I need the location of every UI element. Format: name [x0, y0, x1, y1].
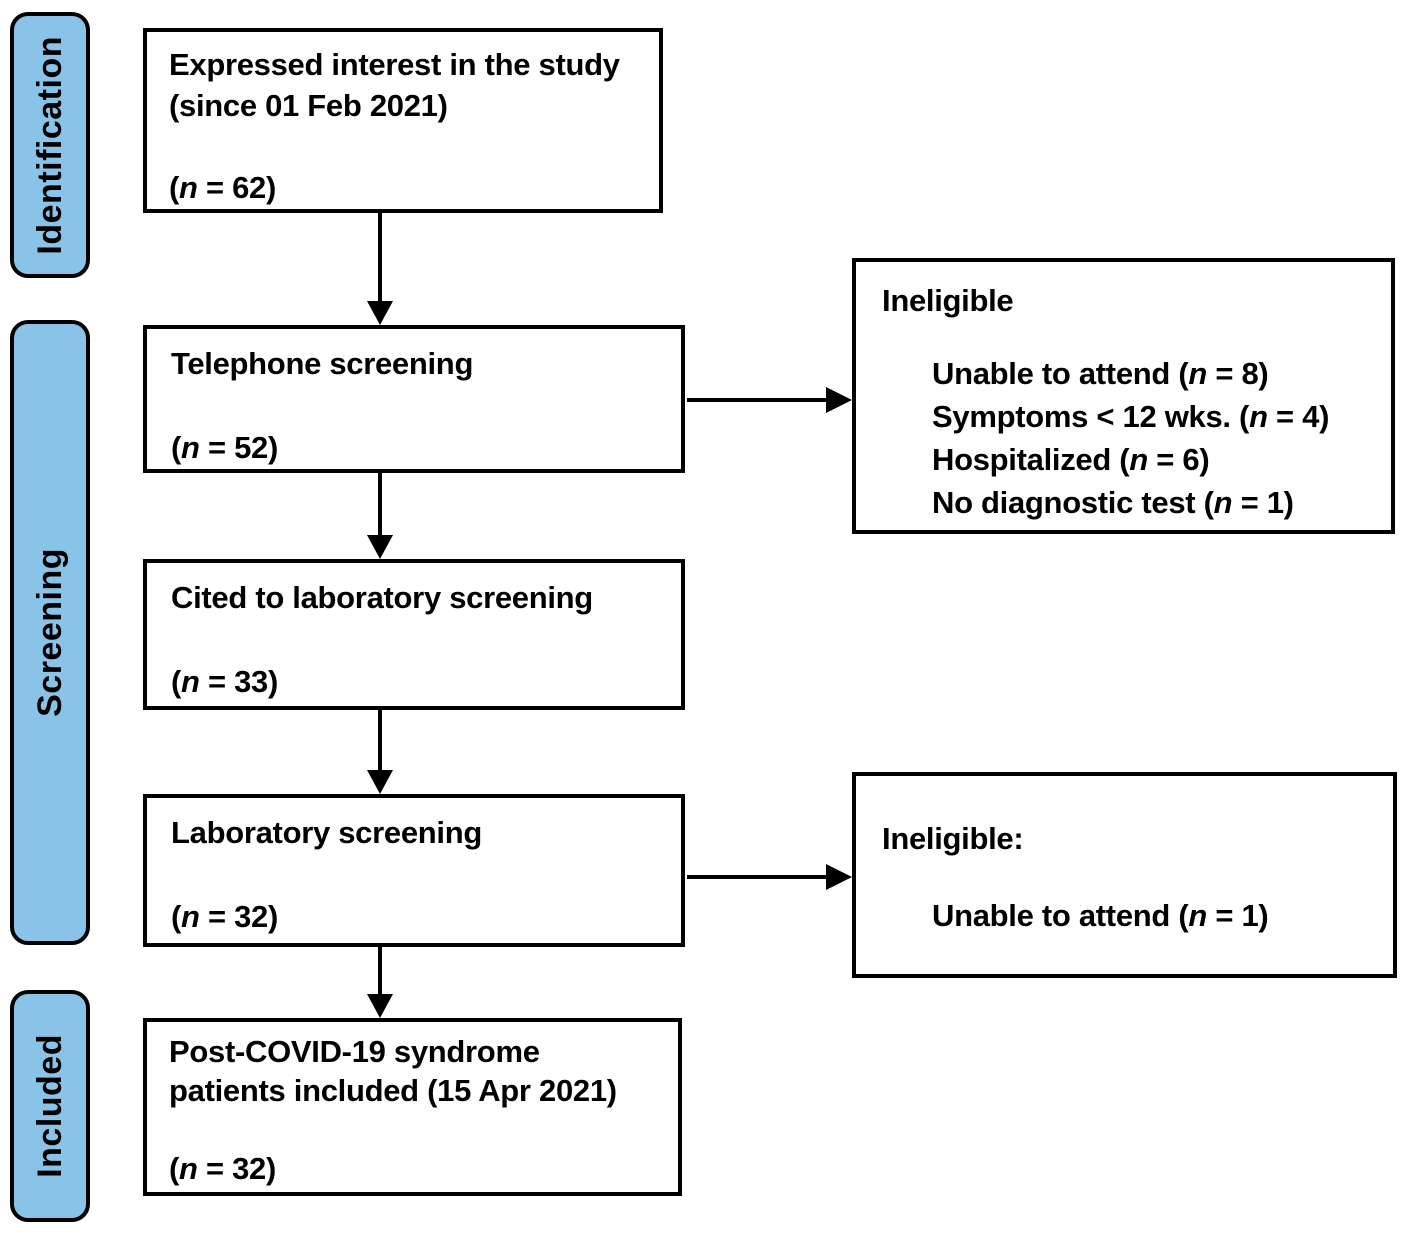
side-box-title: Ineligible:: [882, 821, 1024, 856]
sample-size: (n = 52): [171, 430, 279, 465]
exclusion-reason: Unable to attend (n = 1): [932, 898, 1269, 933]
exclusion-reason: Symptoms < 12 wks. (n = 4): [932, 399, 1330, 434]
stage-label-identification: Identification: [30, 35, 69, 255]
stage-bar-included: Included: [10, 990, 90, 1222]
sample-size: (n = 32): [171, 899, 279, 934]
exclusion-reasons-list: Unable to attend (n = 1): [882, 894, 1367, 937]
box-text-line: patients included (15 Apr 2021): [169, 1073, 617, 1108]
arrow-head-down-icon: [367, 301, 393, 325]
sample-size: (n = 33): [171, 664, 279, 699]
arrow-line-box4-box5: [378, 947, 382, 996]
box-text-line: Telephone screening: [171, 346, 474, 381]
side-box-ineligible-telephone: Ineligible Unable to attend (n = 8) Symp…: [852, 258, 1395, 534]
arrow-line-box4-ineligible: [687, 875, 828, 879]
flow-box-expressed-interest: Expressed interest in the study (since 0…: [143, 28, 663, 213]
arrow-head-right-icon: [826, 864, 852, 890]
arrow-line-box2-box3: [378, 473, 382, 537]
exclusion-reasons-list: Unable to attend (n = 8) Symptoms < 12 w…: [882, 352, 1365, 524]
box-text-line: Expressed interest in the study: [169, 47, 620, 82]
box-text-line: Cited to laboratory screening: [171, 580, 593, 615]
box-text-line: Laboratory screening: [171, 815, 482, 850]
exclusion-reason: Unable to attend (n = 8): [932, 356, 1269, 391]
side-box-title: Ineligible: [882, 283, 1014, 318]
exclusion-reason: No diagnostic test (n = 1): [932, 485, 1294, 520]
stage-label-screening: Screening: [30, 548, 69, 717]
sample-size: (n = 32): [169, 1151, 277, 1186]
stage-label-included: Included: [30, 1034, 69, 1178]
arrow-head-right-icon: [826, 387, 852, 413]
box-text-line: Post-COVID-19 syndrome: [169, 1034, 540, 1069]
flow-box-included-patients: Post-COVID-19 syndrome patients included…: [143, 1018, 682, 1196]
exclusion-reason: Hospitalized (n = 6): [932, 442, 1210, 477]
flow-box-telephone-screening: Telephone screening (n = 52): [143, 325, 685, 473]
side-box-ineligible-laboratory: Ineligible: Unable to attend (n = 1): [852, 772, 1397, 978]
arrow-head-down-icon: [367, 994, 393, 1018]
arrow-line-box1-box2: [378, 213, 382, 305]
flow-box-laboratory-screening: Laboratory screening (n = 32): [143, 794, 685, 947]
stage-bar-identification: Identification: [10, 12, 90, 278]
flow-box-cited-laboratory-screening: Cited to laboratory screening (n = 33): [143, 559, 685, 710]
arrow-head-down-icon: [367, 535, 393, 559]
arrow-line-box2-ineligible: [687, 398, 828, 402]
stage-bar-screening: Screening: [10, 320, 90, 945]
arrow-line-box3-box4: [378, 710, 382, 772]
box-text-line: (since 01 Feb 2021): [169, 88, 448, 123]
arrow-head-down-icon: [367, 770, 393, 794]
sample-size: (n = 62): [169, 170, 277, 205]
